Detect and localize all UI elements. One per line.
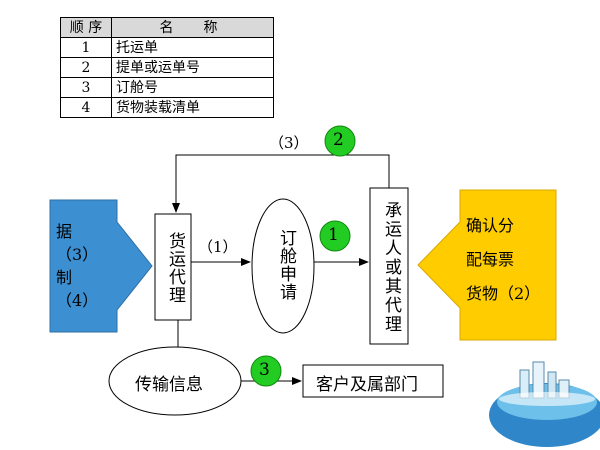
left-arrow-line: （4） xyxy=(56,291,99,310)
left-arrow-line: （3） xyxy=(56,245,99,264)
left-arrow-text: 据 （3） 制 （4） xyxy=(56,220,110,312)
connector-top-loop xyxy=(172,154,390,213)
booking-label: 订舱申请 xyxy=(276,229,296,301)
step-badge-3 xyxy=(250,355,282,387)
right-arrow-line: 配每票 xyxy=(466,250,515,269)
legend-header-order: 顺 序 xyxy=(60,17,112,38)
legend-row: 3 订舱号 xyxy=(60,77,274,98)
left-block-arrow xyxy=(49,199,153,333)
left-arrow-line: 据 xyxy=(56,222,73,241)
right-block-arrow xyxy=(417,189,557,341)
legend-row-num: 4 xyxy=(60,97,112,118)
edge-label-top: （3） xyxy=(269,134,309,152)
customer-box xyxy=(302,364,444,398)
badge-label: 2 xyxy=(333,130,344,150)
legend-row-name: 货物装载清单 xyxy=(111,97,274,118)
right-arrow-line: 货物（2） xyxy=(466,284,541,303)
legend-row: 4 货物装载清单 xyxy=(60,97,274,118)
legend-header-name: 名 称 xyxy=(111,17,274,38)
edge-label-middle: （1） xyxy=(198,238,238,256)
right-arrow-text: 确认分 配每票 货物（2） xyxy=(466,209,554,311)
booking-ellipse xyxy=(251,198,315,334)
legend-table: 顺 序 名 称 1 托运单 2 提单或运单号 3 订舱号 4 货物装载清单 xyxy=(60,17,274,118)
carrier-label: 承运人或其代理 xyxy=(381,200,401,334)
step-badge-2 xyxy=(324,125,356,157)
customer-label: 客户及属部门 xyxy=(316,375,418,395)
forwarder-box xyxy=(154,213,192,321)
step-badge-1 xyxy=(319,220,351,252)
badge-label: 3 xyxy=(259,360,270,380)
globe-decoration-icon xyxy=(489,361,600,447)
legend-header-row: 顺 序 名 称 xyxy=(60,17,274,38)
right-arrow-line: 确认分 xyxy=(466,216,515,235)
left-arrow-line: 制 xyxy=(56,268,73,287)
carrier-box xyxy=(369,187,409,345)
transmit-label: 传输信息 xyxy=(135,375,203,395)
forwarder-label: 货运代理 xyxy=(165,232,185,304)
badge-label: 1 xyxy=(328,225,339,245)
